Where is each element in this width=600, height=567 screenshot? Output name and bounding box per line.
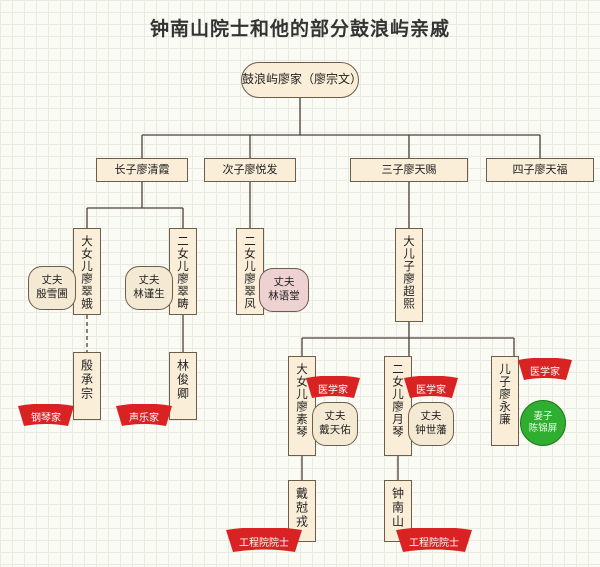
son-1-node: 长子廖清霞	[96, 158, 188, 182]
son-chaoxi-node: 大儿子廖超熙	[395, 228, 423, 322]
son-3-node: 三子廖天赐	[350, 158, 468, 182]
spouse-node: 妻子陈锦屏	[520, 400, 566, 446]
daughter-cuie-node: 大女儿廖翠娥	[73, 228, 101, 315]
daughter-suqin-node: 大女儿廖素琴	[288, 356, 316, 456]
diagram-title: 钟南山院士和他的部分鼓浪屿亲戚	[149, 18, 450, 40]
spouse-node: 丈夫林谨生	[125, 266, 173, 310]
root-node: 鼓浪屿廖家（廖宗文）	[241, 62, 362, 98]
daughter-yueqin-node: 二女儿廖月琴	[384, 356, 412, 456]
title-banner: 工程院院士	[396, 528, 472, 554]
title-banner: 声乐家	[116, 404, 172, 428]
spouse-node: 丈夫钟世藩	[408, 402, 454, 446]
son-4-node: 四子廖天福	[486, 158, 594, 182]
son-2-node: 次子廖悦发	[204, 158, 296, 182]
spouse-node: 丈夫殷雪圃	[28, 266, 76, 310]
title-banner: 医学家	[306, 376, 360, 400]
daughter-cuichou-node: 二女儿廖翠畴	[169, 228, 197, 315]
son-yonglian-node: 儿子廖永廉	[491, 356, 519, 446]
title-banner: 医学家	[518, 358, 572, 382]
spouse-node: 丈夫戴天佑	[312, 402, 358, 446]
title-banner: 工程院院士	[226, 528, 302, 554]
title-banner: 钢琴家	[18, 404, 74, 428]
spouse-node: 丈夫林语堂	[259, 268, 309, 312]
grandchild-node: 殷承宗	[73, 352, 101, 420]
title-banner: 医学家	[404, 376, 458, 400]
grandchild-node: 林俊卿	[169, 352, 197, 420]
